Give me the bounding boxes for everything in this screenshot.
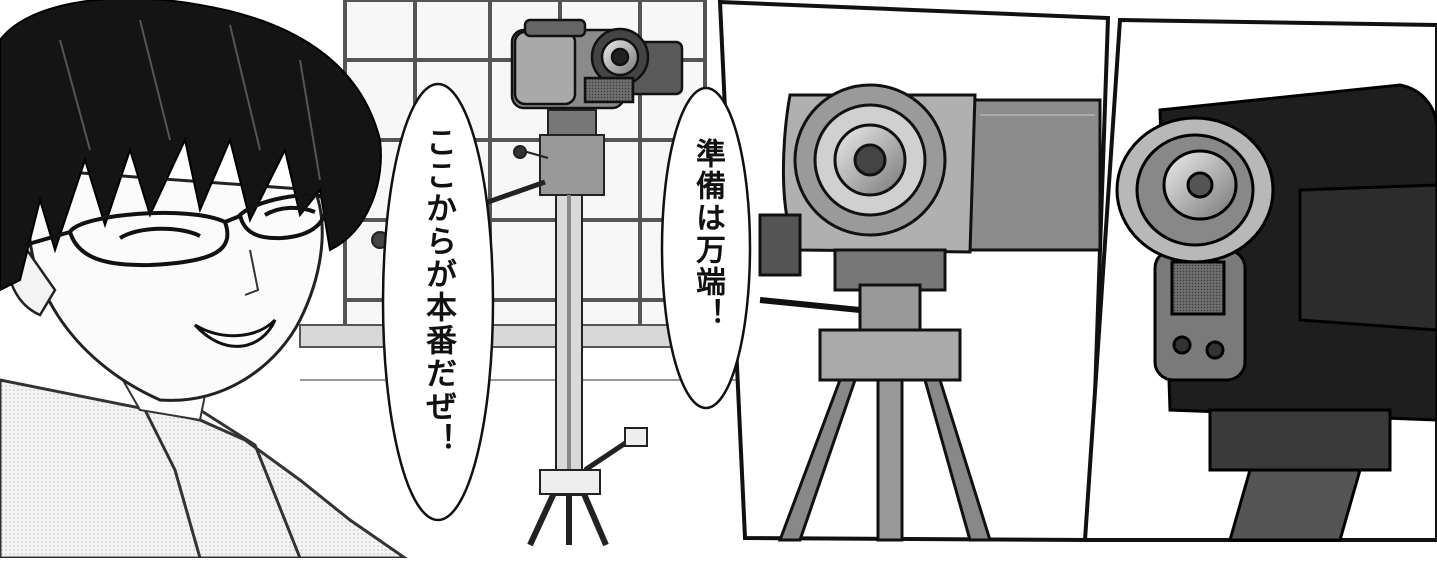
speech-bubble-1 xyxy=(381,82,495,522)
speech-bubble-2 xyxy=(660,86,752,410)
speech-bubble-1-text: ここからが本番だぜ！ xyxy=(420,126,456,456)
camcorder-closeup xyxy=(1115,83,1437,542)
camcorder-small xyxy=(510,18,684,110)
panel-2 xyxy=(717,0,1111,543)
tripod-small xyxy=(371,109,648,547)
man-with-glasses xyxy=(0,0,410,560)
camcorder-medium xyxy=(758,83,1102,277)
panel-3 xyxy=(1082,17,1437,542)
panel-1 xyxy=(0,0,740,560)
speech-bubble-2-text: 準備は万端！ xyxy=(690,138,725,330)
tripod-medium xyxy=(759,248,993,542)
